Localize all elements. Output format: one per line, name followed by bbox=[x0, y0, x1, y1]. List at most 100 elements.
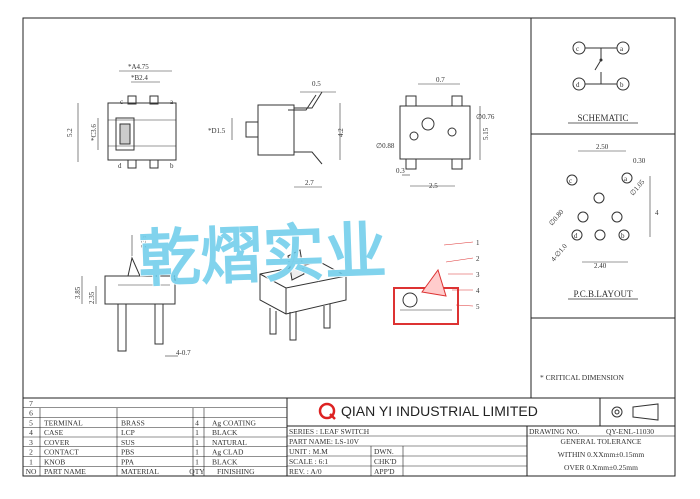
bom-header-part: PART NAME bbox=[44, 467, 86, 476]
bom-cell-no: 7 bbox=[29, 399, 33, 408]
projection-symbol bbox=[611, 403, 659, 421]
callout-3: 3 bbox=[476, 271, 480, 279]
pcb-layout-panel: 2.50 0.30 4 2.40 c a d b ∅1.05 ∅0.80 4-∅… bbox=[547, 143, 659, 300]
sheet-border bbox=[22, 17, 676, 477]
dwn: DWN. bbox=[374, 447, 394, 456]
front-pin-a: a bbox=[170, 98, 174, 106]
bom-cell-qty: 1 bbox=[195, 457, 199, 466]
bom-cell-no: 4 bbox=[29, 428, 33, 437]
pcb-dim-h: 4 bbox=[655, 209, 659, 217]
bom-cell-no: 1 bbox=[29, 457, 33, 466]
back-dim-hole2: ∅0.88 bbox=[376, 142, 395, 150]
bom-cell-finishing: Ag COATING bbox=[212, 418, 257, 427]
bom-cell-part: CONTACT bbox=[44, 448, 79, 457]
back-dim-w2: 2.5 bbox=[429, 182, 438, 190]
general-tolerance: GENERAL TOLERANCE bbox=[561, 437, 642, 446]
section-dim-t: 0.35 bbox=[140, 235, 148, 248]
bom-header-qty: QTY bbox=[189, 467, 205, 476]
bom-cell-no: 5 bbox=[29, 418, 33, 427]
side-dim-d: *D1.5 bbox=[208, 127, 226, 135]
callout-5: 5 bbox=[476, 303, 480, 311]
pcb-pin-d: d bbox=[574, 232, 578, 240]
section-view: 0.35 3.85 2.35 4-0.7 bbox=[74, 235, 191, 357]
bom-cell-qty: 4 bbox=[195, 418, 199, 427]
pcb-dim-w1: 2.50 bbox=[596, 143, 609, 151]
schematic-title: SCHEMATIC bbox=[577, 113, 628, 123]
bom-cell-part: COVER bbox=[44, 438, 69, 447]
back-view: 0.7 ∅0.76 ∅0.88 5.15 0.3 2.5 bbox=[376, 76, 495, 190]
part-name: PART NAME: LS-10V bbox=[289, 437, 360, 446]
red-section-view: 1 2 3 4 5 bbox=[393, 239, 480, 325]
bom-cell-material: LCP bbox=[121, 428, 135, 437]
company-name: QIAN YI INDUSTRIAL LIMITED bbox=[341, 403, 538, 419]
bom-cell-finishing: Ag CLAD bbox=[212, 448, 244, 457]
scale: SCALE : 6:1 bbox=[289, 457, 328, 466]
bom-cell-material: BRASS bbox=[121, 418, 145, 427]
bom-cell-finishing: NATURAL bbox=[212, 438, 247, 447]
iso-view bbox=[259, 249, 347, 341]
front-pin-b: b bbox=[170, 162, 174, 170]
section-dim-pin: 4-0.7 bbox=[176, 349, 191, 357]
schematic-pin-a: a bbox=[620, 45, 624, 53]
front-dim-a: *A4.75 bbox=[128, 63, 149, 71]
back-dim-top: 0.7 bbox=[436, 76, 445, 84]
appd: APP'D bbox=[374, 467, 395, 476]
bom-cell-finishing: BLACK bbox=[212, 428, 238, 437]
rev: REV. : A/0 bbox=[289, 467, 322, 476]
bom-header-material: MATERIAL bbox=[121, 467, 159, 476]
front-dim-b: *B2.4 bbox=[131, 74, 148, 82]
side-dim-w: 2.7 bbox=[305, 179, 314, 187]
callout-1: 1 bbox=[476, 239, 480, 247]
bom-header-no: NO bbox=[26, 467, 37, 476]
unit: UNIT : M.M bbox=[289, 447, 328, 456]
tolerance-1: WITHIN 0.XXmm±0.15mm bbox=[558, 450, 645, 459]
pcb-pin-a: a bbox=[624, 175, 628, 183]
side-dim-h: 4.2 bbox=[337, 128, 345, 137]
bom-header-finishing: FINISHING bbox=[217, 467, 255, 476]
section-dim-h2: 2.35 bbox=[88, 291, 96, 304]
pcb-pin-c: c bbox=[569, 177, 572, 185]
title-block: QIAN YI INDUSTRIAL LIMITED SERIES : LEAF… bbox=[286, 398, 675, 476]
front-pin-d: d bbox=[118, 162, 122, 170]
callout-4: 4 bbox=[476, 287, 480, 295]
front-dim-h: 5.2 bbox=[66, 128, 74, 137]
pcb-dim-w2: 0.30 bbox=[633, 157, 646, 165]
bom-cell-qty: 1 bbox=[195, 428, 199, 437]
pcb-dim-pad: ∅0.80 bbox=[547, 208, 565, 228]
critical-note: * CRITICAL DIMENSION bbox=[540, 373, 624, 382]
bom-cell-finishing: BLACK bbox=[212, 457, 238, 466]
bom-cell-part: CASE bbox=[44, 428, 64, 437]
pcb-layout-title: P.C.B.LAYOUT bbox=[574, 289, 633, 299]
bom-cell-part: KNOB bbox=[44, 457, 65, 466]
back-dim-hole1: ∅0.76 bbox=[476, 113, 495, 121]
side-view: *D1.5 0.5 4.2 2.7 bbox=[208, 80, 345, 188]
front-pin-c: c bbox=[120, 98, 123, 106]
schematic-panel: c a d b SCHEMATIC bbox=[530, 18, 675, 398]
back-dim-h: 5.15 bbox=[482, 127, 490, 140]
callout-2: 2 bbox=[476, 255, 480, 263]
watermark: 乾熠实业 bbox=[137, 217, 387, 295]
schematic-pin-c: c bbox=[576, 45, 579, 53]
drawing-no-label: DRAWING NO. bbox=[529, 427, 579, 436]
bom-cell-qty: 1 bbox=[195, 448, 199, 457]
bom-cell-no: 6 bbox=[29, 409, 33, 418]
tolerance-2: OVER 0.Xmm±0.25mm bbox=[564, 463, 638, 472]
bom-cell-qty: 1 bbox=[195, 438, 199, 447]
pcb-dim-bottom: 2.40 bbox=[594, 262, 607, 270]
pcb-dim-pitch: 4-∅1.0 bbox=[549, 242, 569, 263]
side-dim-top: 0.5 bbox=[312, 80, 321, 88]
schematic-pin-b: b bbox=[620, 81, 624, 89]
bom-cell-part: TERMINAL bbox=[44, 418, 83, 427]
bom-cell-material: PBS bbox=[121, 448, 134, 457]
bom-cell-no: 3 bbox=[29, 438, 33, 447]
section-dim-h1: 3.85 bbox=[74, 286, 82, 299]
pcb-pin-b: b bbox=[621, 232, 625, 240]
bom-cell-material: SUS bbox=[121, 438, 135, 447]
series: SERIES : LEAF SWITCH bbox=[289, 427, 370, 436]
company-logo bbox=[318, 402, 336, 420]
front-dim-c: *C3.6 bbox=[90, 124, 98, 141]
drawing-no: QY-ENL-11030 bbox=[606, 427, 654, 436]
